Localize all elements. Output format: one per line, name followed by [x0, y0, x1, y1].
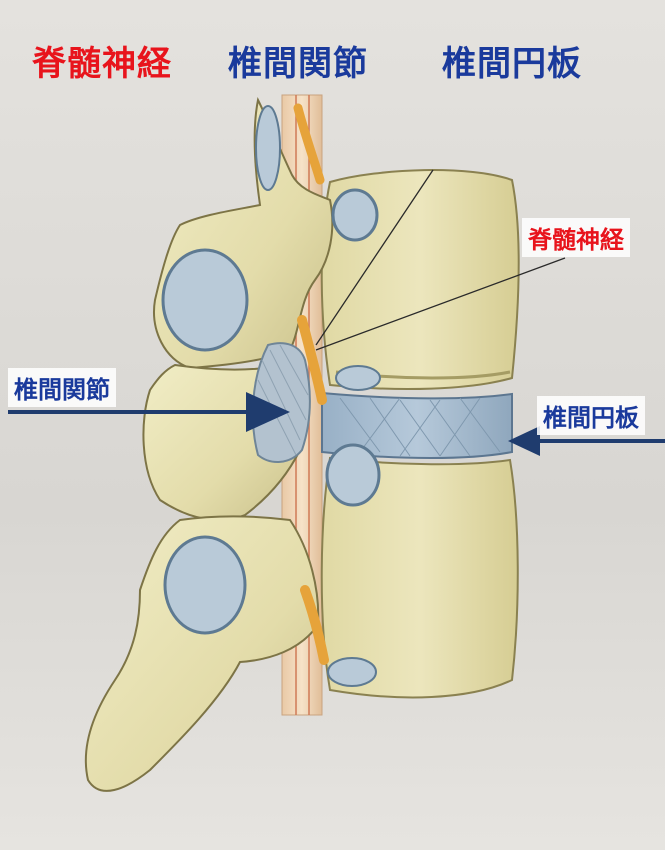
title-disc: 椎間円板 — [442, 44, 582, 84]
spinal-nerve-leader-line — [315, 257, 566, 351]
upper-transverse-tip — [255, 105, 281, 191]
spinal-nerve-root-lower — [300, 585, 329, 665]
lower-pedicle-section — [325, 443, 381, 507]
lower-posterior-arch — [84, 515, 320, 792]
title-facet-joint: 椎間関節 — [228, 44, 368, 84]
label-facet-joint: 椎間関節 — [8, 368, 116, 407]
title-bar: 脊髄神経 椎間関節 椎間円板 — [0, 22, 665, 84]
disc-arrow-head — [508, 426, 540, 456]
intervertebral-disc — [321, 391, 513, 459]
lower-vertebral-body — [320, 456, 519, 699]
upper-articular-facet — [161, 248, 249, 352]
label-disc: 椎間円板 — [537, 396, 645, 435]
title-spinal-nerve: 脊髄神経 — [32, 44, 172, 84]
spinal-nerve-root-upper — [293, 103, 325, 185]
upper-pedicle-section — [331, 188, 379, 242]
upper-body-notch — [335, 365, 381, 391]
facet-joint-arrow-head — [246, 392, 290, 432]
spinal-nerve-root-middle — [297, 315, 327, 405]
disc-fiber — [339, 397, 501, 457]
lower-body-notch — [327, 657, 377, 687]
lower-articular-facet — [163, 535, 247, 635]
spinal-nerve-leader-line — [315, 169, 434, 346]
label-spinal-nerve: 脊髄神経 — [522, 218, 630, 257]
